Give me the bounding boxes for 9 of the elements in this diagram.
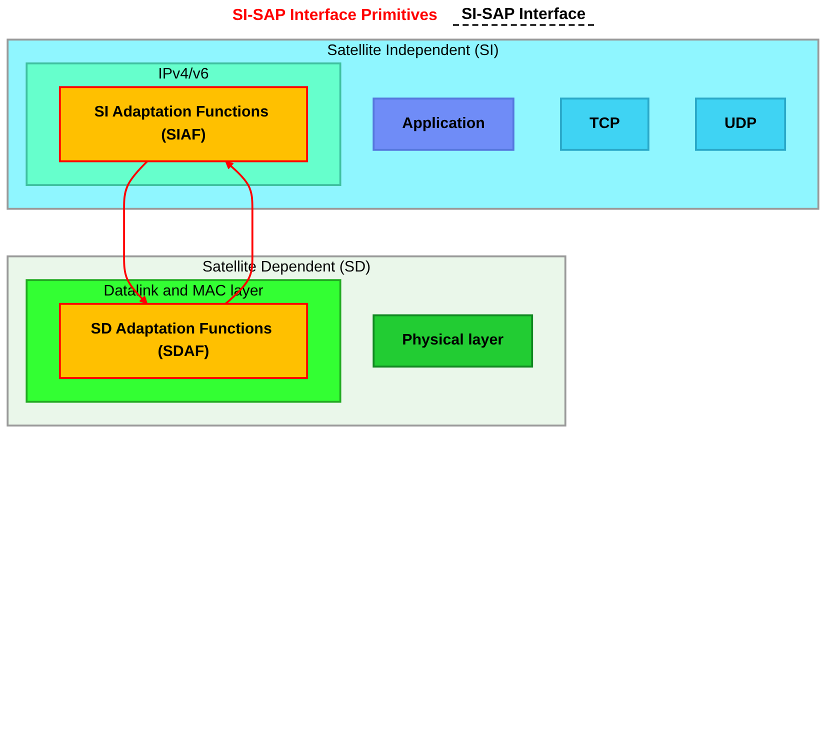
node-box: TCP [560,98,650,151]
node-box: SI Adaptation Functions (SIAF) [58,86,308,162]
node-box: UDP [695,98,786,151]
label-text: SI-SAP Interface [453,6,594,26]
label-text: SI-SAP Interface Primitives [232,7,438,25]
node-box: Application [372,98,514,151]
node-box: SD Adaptation Functions (SDAF) [58,302,308,379]
arrow [123,160,148,304]
node-box: Physical layer [372,314,534,368]
